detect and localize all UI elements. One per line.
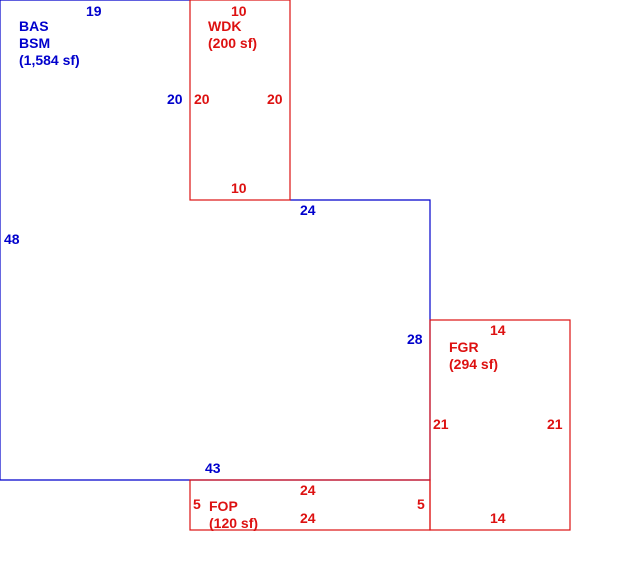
fop-outline: [189, 479, 431, 531]
fgr-dim-right: 21: [547, 416, 563, 432]
fgr-outline: [429, 319, 571, 531]
fop-dim-top: 24: [300, 482, 316, 498]
bsm-code-label: BSM: [19, 35, 50, 51]
wdk-dim-left: 20: [194, 91, 210, 107]
fgr-dim-bottom: 14: [490, 510, 506, 526]
bas-dim-wdk-side: 20: [167, 91, 183, 107]
fop-dim-bottom: 24: [300, 510, 316, 526]
fgr-dim-left: 21: [433, 416, 449, 432]
fgr-code-label: FGR: [449, 339, 479, 355]
wdk-area-label: (200 sf): [208, 35, 257, 51]
bas-dim-top: 19: [86, 3, 102, 19]
bas-dim-left: 48: [4, 231, 20, 247]
fgr-dim-top: 14: [490, 322, 506, 338]
wdk-dim-top: 10: [231, 3, 247, 19]
bas-outline: [0, 0, 431, 481]
wdk-dim-right: 20: [267, 91, 283, 107]
fop-dim-right: 5: [417, 496, 425, 512]
fop-dim-left: 5: [193, 496, 201, 512]
fop-area-label: (120 sf): [209, 515, 258, 531]
bas-area-label: (1,584 sf): [19, 52, 80, 68]
bas-dim-notch-right: 28: [407, 331, 423, 347]
fop-code-label: FOP: [209, 498, 238, 514]
bas-dim-notch-top: 24: [300, 202, 316, 218]
bas-dim-bottom: 43: [205, 460, 221, 476]
wdk-code-label: WDK: [208, 18, 241, 34]
fgr-area-label: (294 sf): [449, 356, 498, 372]
wdk-dim-bottom: 10: [231, 180, 247, 196]
bas-code-label: BAS: [19, 18, 49, 34]
wdk-outline: [189, 0, 291, 201]
